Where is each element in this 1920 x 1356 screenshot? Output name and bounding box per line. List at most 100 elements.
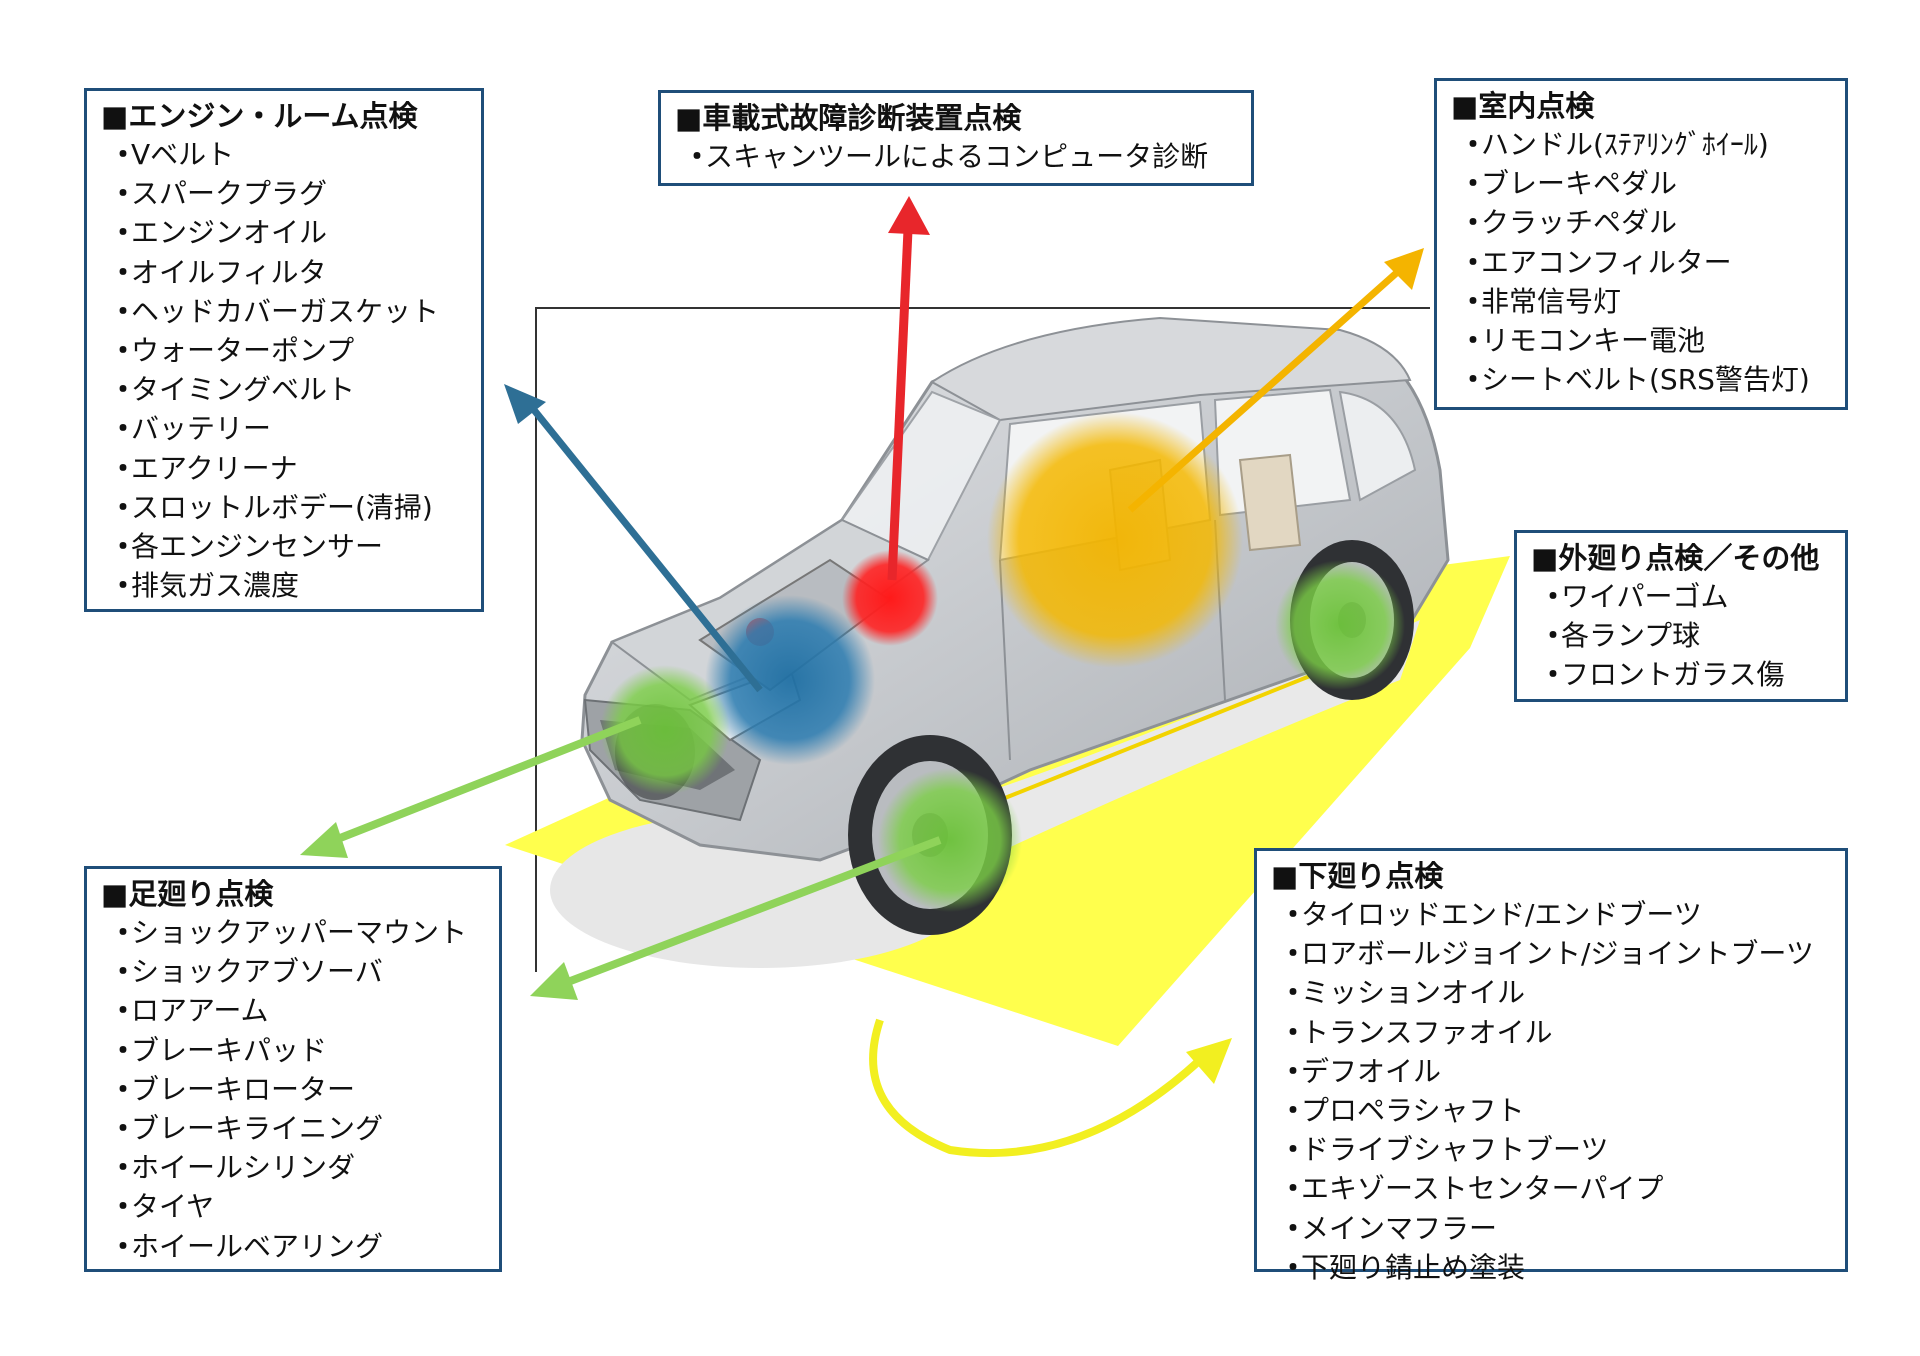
bullet-dot: ・ — [109, 1033, 138, 1067]
checklist-item: ・ミッションオイル — [1271, 973, 1831, 1012]
interior-list: ・ハンドル(ｽﾃｱﾘﾝｸﾞﾎｲｰﾙ)・ブレーキペダル・クラッチペダル・エアコンフ… — [1451, 125, 1831, 399]
checklist-item-label: 非常信号灯 — [1481, 284, 1622, 318]
bullet-dot: ・ — [109, 177, 138, 211]
checklist-item-label: デフオイル — [1301, 1054, 1442, 1088]
checklist-item-label: 排気ガス濃度 — [131, 569, 300, 603]
checklist-item-label: プロペラシャフト — [1301, 1094, 1525, 1128]
underbody-panel: ■下廻り点検 ・タイロッドエンド/エンドブーツ・ロアボールジョイント/ジョイント… — [1254, 848, 1848, 1284]
checklist-item: ・プロペラシャフト — [1271, 1091, 1831, 1130]
checklist-item: ・トランスファオイル — [1271, 1013, 1831, 1052]
bullet-dot: ・ — [1279, 1172, 1308, 1206]
exterior-panel: ■外廻り点検／その他 ・ワイパーゴム・各ランプ球・フロントガラス傷 — [1514, 530, 1848, 702]
checklist-item-label: シートベルト(SRS警告灯) — [1481, 363, 1810, 397]
engine-room-panel: ■エンジン・ルーム点検 ・Vベルト・スパークプラグ・エンジンオイル・オイルフィル… — [84, 88, 484, 612]
inspection-zone-markers — [600, 412, 1405, 912]
obd-zone-blob — [842, 550, 938, 646]
obd-list: ・スキャンツールによるコンピュータ診断 — [675, 137, 1237, 176]
bullet-dot: ・ — [683, 140, 712, 173]
checklist-item-label: ブレーキローター — [131, 1072, 356, 1106]
bullet-dot: ・ — [109, 294, 138, 328]
checklist-item-label: ブレーキペダル — [1481, 167, 1678, 201]
checklist-item-label: メインマフラー — [1301, 1211, 1498, 1245]
checklist-item: ・タイミングベルト — [101, 370, 467, 409]
checklist-item: ・エアクリーナ — [101, 449, 467, 488]
checklist-item-label: タイミングベルト — [131, 373, 356, 407]
checklist-item-label: トランスファオイル — [1301, 1015, 1553, 1049]
checklist-item: ・リモコンキー電池 — [1451, 321, 1831, 360]
checklist-item-label: タイヤ — [131, 1190, 215, 1224]
checklist-item: ・ウォーターポンプ — [101, 331, 467, 370]
checklist-item: ・ロアボールジョイント/ジョイントブーツ — [1271, 934, 1831, 973]
bullet-dot: ・ — [1539, 658, 1568, 692]
checklist-item: ・エンジンオイル — [101, 213, 467, 252]
checklist-item: ・エキゾーストセンターパイプ — [1271, 1169, 1831, 1208]
frame-lines — [535, 307, 1430, 972]
checklist-item-label: リモコンキー電池 — [1481, 324, 1706, 358]
bullet-dot: ・ — [109, 490, 138, 524]
obd-title: ■車載式故障診断装置点検 — [675, 101, 1022, 135]
bullet-dot: ・ — [109, 955, 138, 989]
engine-room-title: ■エンジン・ルーム点検 — [101, 99, 418, 133]
checklist-item: ・デフオイル — [1271, 1052, 1831, 1091]
checklist-item-label: スパークプラグ — [131, 177, 328, 211]
bullet-dot: ・ — [109, 530, 138, 564]
bullet-dot: ・ — [1459, 245, 1488, 279]
bullet-dot: ・ — [1459, 324, 1488, 358]
bullet-dot: ・ — [1279, 1015, 1308, 1049]
checklist-item: ・クラッチペダル — [1451, 203, 1831, 242]
checklist-item: ・ブレーキペダル — [1451, 164, 1831, 203]
checklist-item-label: ワイパーゴム — [1561, 580, 1729, 613]
bullet-dot: ・ — [109, 1190, 138, 1224]
exterior-list: ・ワイパーゴム・各ランプ球・フロントガラス傷 — [1531, 577, 1831, 695]
checklist-item: ・Vベルト — [101, 135, 467, 174]
bullet-dot: ・ — [109, 216, 138, 250]
checklist-item-label: スロットルボデー(清掃) — [131, 490, 433, 524]
checklist-item-label: ロアボールジョイント/ジョイントブーツ — [1301, 937, 1814, 971]
checklist-item: ・フロントガラス傷 — [1531, 655, 1831, 694]
checklist-item-label: ブレーキライニング — [131, 1112, 384, 1146]
checklist-item: ・バッテリー — [101, 409, 467, 448]
checklist-item: ・スキャンツールによるコンピュータ診断 — [675, 137, 1237, 176]
bullet-dot: ・ — [109, 569, 138, 603]
bullet-dot: ・ — [1279, 1133, 1308, 1167]
front-left-wheel-blob — [600, 665, 730, 795]
checklist-item-label: ショックアブソーバ — [131, 955, 383, 989]
checklist-item-label: バッテリー — [131, 412, 272, 446]
bullet-dot: ・ — [1459, 128, 1488, 161]
checklist-item: ・スパークプラグ — [101, 174, 467, 213]
checklist-item: ・スロットルボデー(清掃) — [101, 488, 467, 527]
checklist-item-label: ホイールシリンダ — [131, 1151, 356, 1185]
exterior-title: ■外廻り点検／その他 — [1531, 541, 1820, 575]
checklist-item: ・タイロッドエンド/エンドブーツ — [1271, 895, 1831, 934]
checklist-item: ・ショックアブソーバ — [101, 952, 485, 991]
checklist-item: ・排気ガス濃度 — [101, 566, 467, 605]
checklist-item: ・オイルフィルタ — [101, 253, 467, 292]
checklist-item-label: オイルフィルタ — [131, 255, 327, 289]
bullet-dot: ・ — [109, 373, 138, 407]
checklist-item-label: ホイールベアリング — [131, 1229, 384, 1263]
checklist-item: ・ブレーキパッド — [101, 1031, 485, 1070]
checklist-item-label: ドライブシャフトブーツ — [1301, 1133, 1609, 1167]
checklist-item: ・ワイパーゴム — [1531, 577, 1831, 616]
bullet-dot: ・ — [109, 994, 138, 1028]
checklist-item-label: エアコンフィルター — [1481, 245, 1732, 279]
bullet-dot: ・ — [1459, 206, 1488, 240]
suspension-list: ・ショックアッパーマウント・ショックアブソーバ・ロアアーム・ブレーキパッド・ブレ… — [101, 913, 485, 1266]
checklist-item-label: ブレーキパッド — [131, 1033, 328, 1067]
interior-panel: ■室内点検 ・ハンドル(ｽﾃｱﾘﾝｸﾞﾎｲｰﾙ)・ブレーキペダル・クラッチペダル… — [1434, 78, 1848, 410]
bullet-dot: ・ — [1279, 937, 1308, 971]
obd-panel: ■車載式故障診断装置点検 ・スキャンツールによるコンピュータ診断 — [658, 90, 1254, 186]
suspension-title: ■足廻り点検 — [101, 877, 274, 911]
checklist-item: ・ヘッドカバーガスケット — [101, 292, 467, 331]
engine-room-list: ・Vベルト・スパークプラグ・エンジンオイル・オイルフィルタ・ヘッドカバーガスケッ… — [101, 135, 467, 605]
rear-wheel-blob — [1275, 560, 1405, 690]
checklist-item: ・各エンジンセンサー — [101, 527, 467, 566]
checklist-item-label: タイロッドエンド/エンドブーツ — [1301, 898, 1702, 931]
checklist-item-label: ショックアッパーマウント — [131, 916, 468, 949]
checklist-item-label: エアクリーナ — [131, 451, 298, 485]
underbody-list: ・タイロッドエンド/エンドブーツ・ロアボールジョイント/ジョイントブーツ・ミッシ… — [1271, 895, 1831, 1287]
checklist-item-label: ヘッドカバーガスケット — [131, 294, 440, 328]
checklist-item: ・ブレーキローター — [101, 1070, 485, 1109]
front-right-wheel-blob — [878, 768, 1022, 912]
